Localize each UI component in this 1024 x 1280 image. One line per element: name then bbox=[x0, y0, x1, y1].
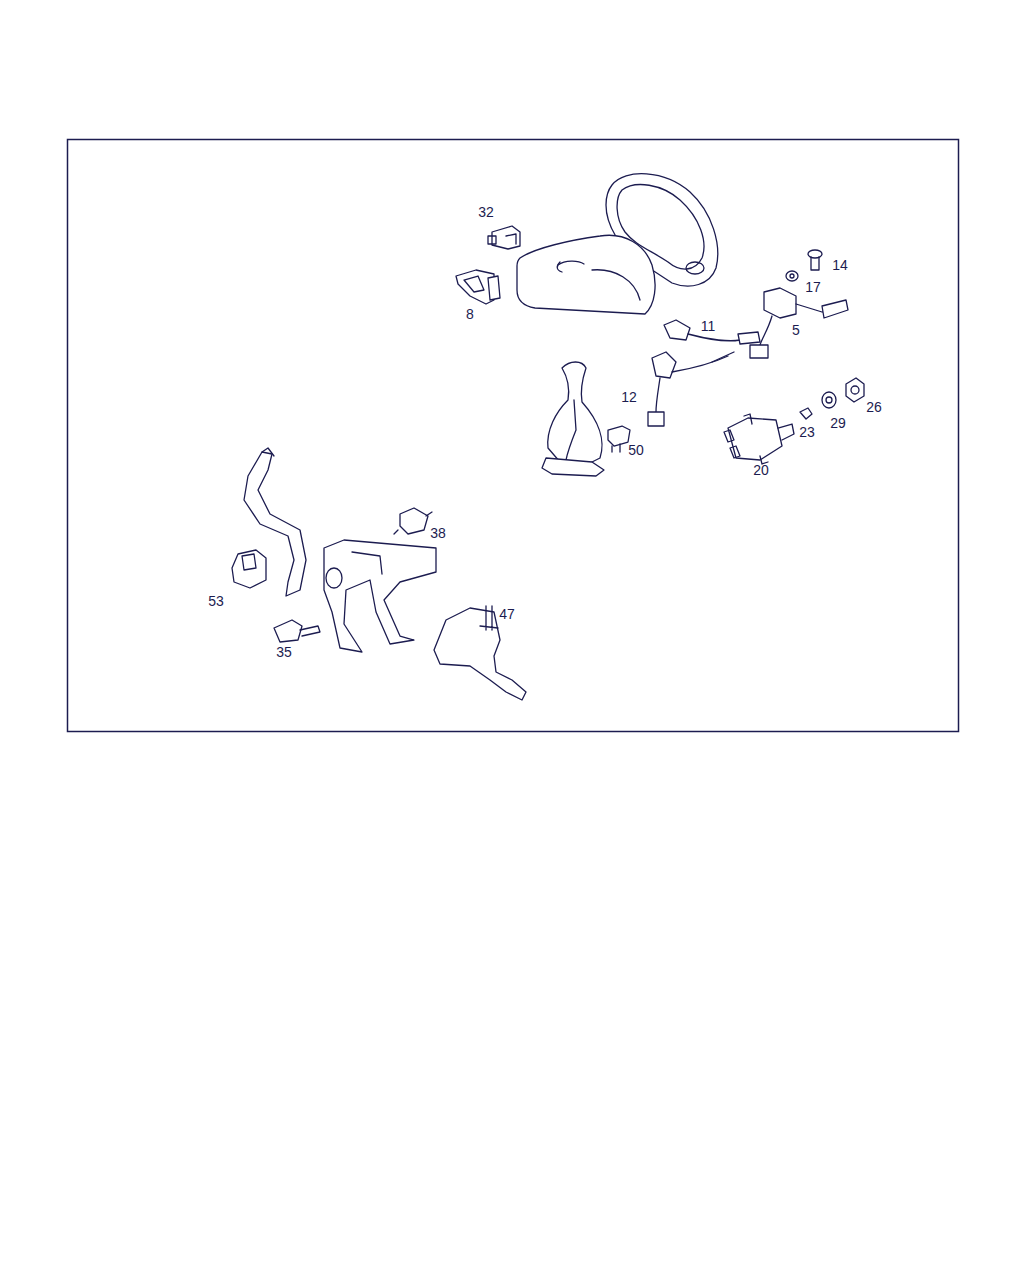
callout-number: 20 bbox=[753, 463, 769, 477]
callout-number: 26 bbox=[866, 400, 882, 414]
switch-part bbox=[232, 550, 266, 588]
nut-hole bbox=[851, 386, 859, 394]
ignition-part bbox=[724, 414, 794, 464]
washer-part bbox=[786, 271, 798, 281]
frame bbox=[68, 140, 959, 732]
bolt-part bbox=[808, 250, 822, 270]
gear-lever bbox=[542, 362, 604, 476]
pedal-box bbox=[324, 540, 436, 652]
small-part bbox=[800, 408, 812, 419]
callout-number: 38 bbox=[430, 526, 446, 540]
nut-part bbox=[846, 378, 864, 402]
stalk-part bbox=[664, 320, 760, 344]
callout-number: 17 bbox=[805, 280, 821, 294]
callout-number: 12 bbox=[621, 390, 637, 404]
callout-number: 35 bbox=[276, 645, 292, 659]
callout-number: 14 bbox=[832, 258, 848, 272]
callout-number: 29 bbox=[830, 416, 846, 430]
switch-part bbox=[274, 620, 320, 642]
switch-part bbox=[750, 288, 848, 358]
connector-part bbox=[488, 226, 520, 249]
callout-number: 47 bbox=[499, 607, 515, 621]
washer-part bbox=[822, 392, 836, 408]
switch-part bbox=[608, 426, 630, 452]
bracket-part bbox=[456, 270, 500, 304]
callout-number: 8 bbox=[466, 307, 474, 321]
callout-number: 23 bbox=[799, 425, 815, 439]
callout-number: 53 bbox=[208, 594, 224, 608]
washer-hole bbox=[790, 274, 794, 278]
switch-part bbox=[394, 508, 432, 534]
accelerator-part bbox=[434, 606, 526, 700]
column-cover bbox=[517, 235, 655, 314]
callout-number: 11 bbox=[701, 319, 716, 333]
callout-number: 50 bbox=[628, 443, 644, 457]
callout-number: 32 bbox=[478, 205, 494, 219]
washer-hole bbox=[826, 397, 832, 403]
stalk-part bbox=[648, 352, 734, 426]
callout-number: 5 bbox=[792, 323, 800, 337]
